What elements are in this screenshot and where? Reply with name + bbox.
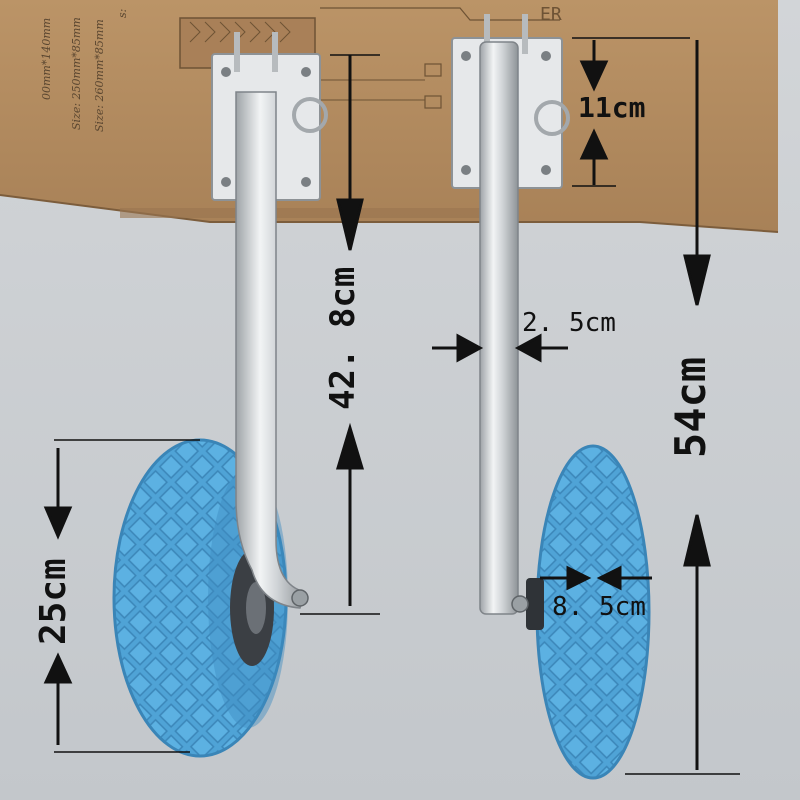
left-arm: [235, 91, 306, 609]
box-outline-drawing: [320, 7, 560, 21]
left-axle-bolt: [291, 589, 309, 607]
box-print-line: s:: [116, 8, 129, 18]
right-wheel-assembly: [451, 14, 651, 780]
box-print-line: Size: 250mm*85mm: [70, 17, 83, 130]
right-pull-ring: [534, 100, 570, 136]
box-small-mark-1: [424, 63, 442, 77]
left-pull-ring: [292, 97, 328, 133]
right-axle-bolt: [511, 595, 529, 613]
right-bracket-hole: [541, 165, 551, 175]
right-pin: [522, 14, 528, 54]
left-hub-center: [246, 582, 266, 634]
bracket-height-label: 11cm: [578, 91, 646, 124]
left-pin: [234, 32, 240, 72]
box-print-line: 00mm*140mm: [40, 17, 53, 100]
right-pin: [484, 14, 490, 54]
left-bracket-hole: [221, 67, 231, 77]
wheel-diameter-label: 25cm: [33, 558, 74, 645]
box-print-line: Size: 260mm*85mm: [93, 19, 106, 132]
right-bracket-hole: [461, 51, 471, 61]
right-bracket-hole: [541, 51, 551, 61]
box-stamp-pattern: [189, 21, 291, 43]
left-wheel-assembly: [112, 32, 328, 758]
right-bracket-hole: [461, 165, 471, 175]
cardboard-box: [0, 0, 778, 232]
box-bottom-edge: [0, 194, 779, 233]
box-print-strip: [120, 208, 490, 218]
box-logo-fragment: ER: [540, 4, 562, 25]
left-bracket-hole: [301, 67, 311, 77]
left-bracket-hole: [221, 177, 231, 187]
left-bracket-hole: [301, 177, 311, 187]
total-height-label: 54cm: [666, 356, 715, 458]
right-arm: [479, 41, 519, 615]
wheel-width-label: 8. 5cm: [552, 592, 646, 622]
left-pin: [272, 32, 278, 72]
box-small-mark-2: [424, 95, 442, 109]
arm-length-label: 42. 8cm: [323, 266, 363, 410]
arm-width-label: 2. 5cm: [522, 308, 616, 338]
right-hub: [526, 578, 544, 630]
dimension-lines: [43, 37, 740, 775]
